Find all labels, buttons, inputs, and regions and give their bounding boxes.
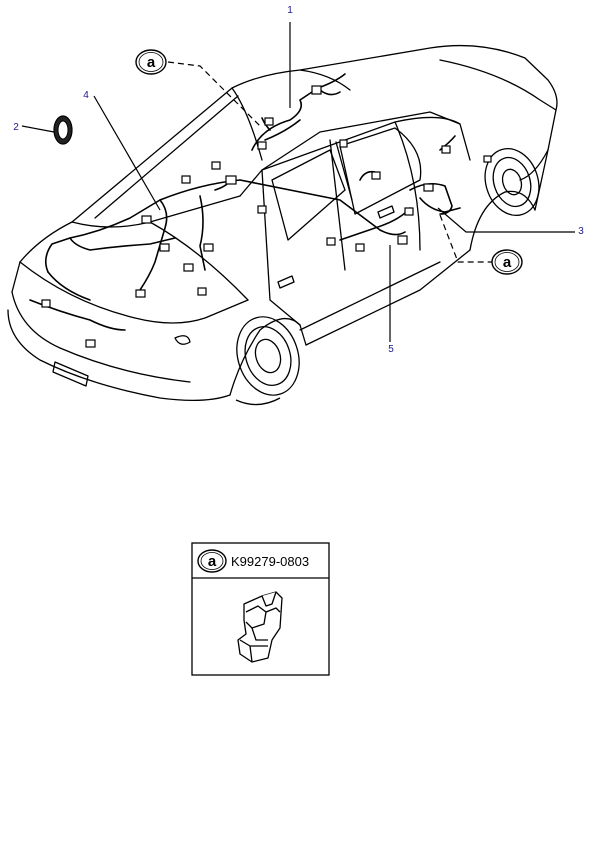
legend-reference-bubble: a: [197, 549, 227, 573]
part-number: K99279-0803: [231, 554, 309, 569]
grommet-part: [53, 115, 73, 145]
callout-4: 4: [83, 90, 89, 101]
callout-2: 2: [13, 122, 19, 133]
callout-1: 1: [287, 5, 293, 16]
reference-leaders: [167, 61, 492, 263]
reference-bubble-side: a: [491, 249, 523, 275]
reference-legend-box: a K99279-0803: [191, 542, 330, 676]
legend-reference-letter: a: [208, 553, 217, 570]
reference-letter: a: [503, 254, 512, 271]
callout-3: 3: [578, 226, 584, 237]
reference-letter: a: [147, 54, 156, 71]
front-wheel: [484, 148, 540, 216]
callout-5: 5: [388, 344, 394, 355]
car-body: [7, 44, 558, 402]
reference-bubble-top: a: [135, 49, 167, 75]
clip-illustration: [237, 591, 283, 663]
rear-wheel: [235, 316, 300, 406]
harness-connectors: [41, 85, 492, 348]
leader-lines: [21, 22, 575, 342]
